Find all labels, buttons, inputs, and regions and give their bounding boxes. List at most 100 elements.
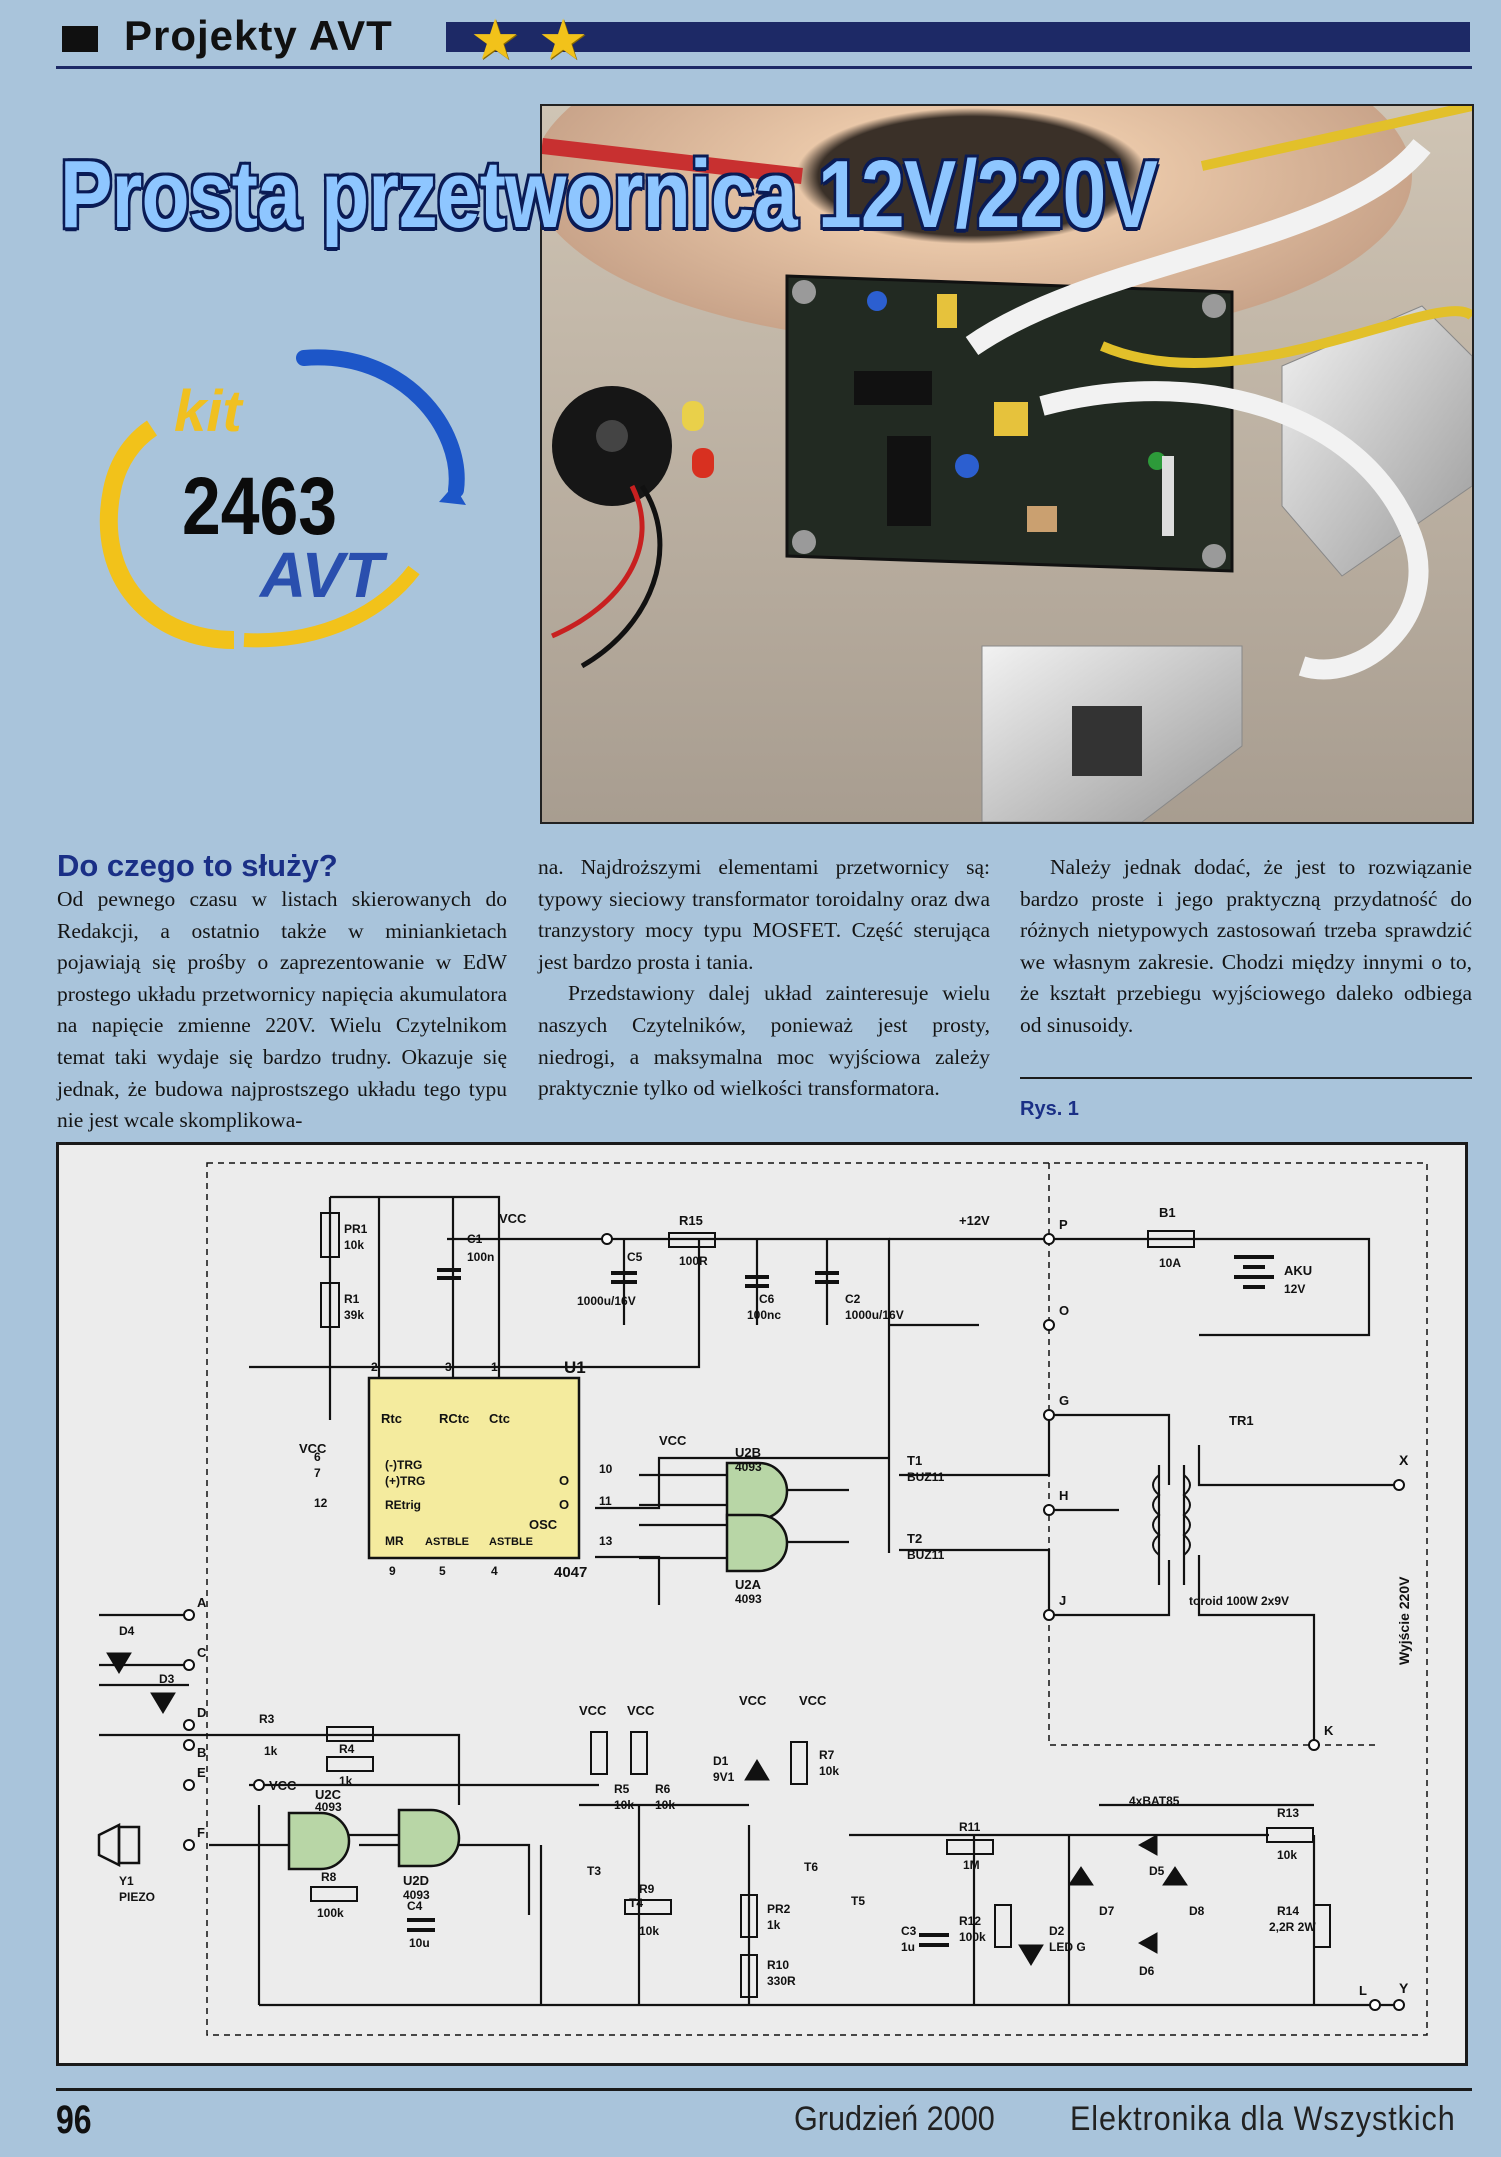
label-r6: R6 [655,1782,671,1796]
paragraph: Od pewnego czasu w listach skierowanych … [57,887,507,1133]
label-pr1-val: 10k [344,1238,364,1252]
label-r12-val: 100k [959,1930,986,1944]
label-vcc: VCC [579,1703,607,1718]
label-r1: R1 [344,1292,360,1306]
label-r7-val: 10k [819,1764,839,1778]
label-piezo: PIEZO [119,1890,155,1904]
label-r1-val: 39k [344,1308,364,1322]
label-y1: Y1 [119,1874,134,1888]
label-r14: R14 [1277,1904,1299,1918]
label-pr2-val: 1k [767,1918,781,1932]
label-u2-part: 4093 [735,1460,762,1474]
label-u2a: U2A [735,1577,762,1592]
magazine-name: Elektronika dla Wszystkich [1070,2100,1456,2138]
label-vcc: VCC [739,1693,767,1708]
label-r11: R11 [959,1820,981,1834]
text-column-2: na. Najdroższymi elementami przetwornicy… [538,852,990,1105]
pin-no: O [559,1497,569,1512]
kit-badge: kit 2463 AVT [94,340,474,660]
star-icon: ★ [538,8,589,73]
star-icon: ★ [470,8,521,73]
label-output: Wyjście 220V [1396,1576,1412,1665]
section-title: Projekty AVT [124,12,393,59]
pin-12: 12 [314,1496,328,1510]
paragraph: Przedstawiony dalej układ zainteresuje w… [538,981,990,1101]
label-vcc: VCC [269,1778,297,1793]
pin-osc: OSC [529,1517,558,1532]
label-c4: C4 [407,1899,423,1913]
article-title: Prosta przetwornica 12V/220V [60,141,1158,248]
label-r9: R9 [639,1882,655,1896]
label-r5-val: 10k [614,1798,634,1812]
header-rule [56,66,1472,69]
pin-rctc: RCtc [439,1411,469,1426]
section-heading: Do czego to służy? [57,848,338,883]
pin-astble: ASTBLE [425,1536,469,1548]
label-vcc: VCC [799,1693,827,1708]
kit-number: 2463 [182,461,338,552]
label-r11-val: 1M [963,1858,980,1872]
label-r10: R10 [767,1958,789,1972]
label-c2: C2 [845,1292,861,1306]
label-c2-val: 1000u/16V [845,1308,904,1322]
label-vcc: VCC [659,1433,687,1448]
pin-ptrg: (+)TRG [385,1474,425,1488]
label-t6: T6 [804,1860,818,1874]
pin-3: 3 [445,1360,452,1374]
pin-o: O [559,1473,569,1488]
label-d3: D3 [159,1672,175,1686]
label-c3: C3 [901,1924,917,1938]
kit-brand: AVT [260,539,384,611]
label-buz: BUZ11 [907,1470,945,1484]
figure-rule [1020,1077,1472,1079]
label-t1: T1 [907,1453,922,1468]
label-r14-val: 2,2R 2W [1269,1920,1316,1934]
page-number: 96 [56,2098,92,2142]
label-u2d: U2D [403,1873,429,1888]
label-node-a: A [197,1595,207,1610]
label-vcc: VCC [627,1703,655,1718]
label-d2: D2 [1049,1924,1065,1938]
label-r3-val: 1k [264,1744,278,1758]
label-d8: D8 [1189,1904,1205,1918]
label-node-l: L [1359,1983,1367,1998]
paragraph: na. Najdroższymi elementami przetwornicy… [538,855,990,974]
label-r15: R15 [679,1213,703,1228]
label-c1: C1 [467,1232,483,1246]
pin-5: 5 [439,1564,446,1578]
label-d7: D7 [1099,1904,1115,1918]
label-r10-val: 330R [767,1974,796,1988]
kit-label: kit [174,379,242,444]
label-vcc: VCC [299,1441,327,1456]
header-bar: ★ ★ [446,8,1470,73]
pin-13: 13 [599,1534,613,1548]
pcb-photo [540,104,1474,824]
label-r4: R4 [339,1742,355,1756]
label-d4: D4 [119,1624,135,1638]
label-vcc: VCC [499,1211,527,1226]
label-toroid: toroid 100W 2x9V [1189,1594,1289,1608]
label-node-j: J [1059,1593,1066,1608]
pin-ctc: Ctc [489,1411,510,1426]
issue-date: Grudzień 2000 [794,2100,995,2138]
label-node-h: H [1059,1488,1068,1503]
label-d1-val: 9V1 [713,1770,735,1784]
label-u2-part: 4093 [315,1800,342,1814]
label-plus12: +12V [959,1213,990,1228]
label-u2b: U2B [735,1445,761,1460]
label-r13-val: 10k [1277,1848,1297,1862]
label-c5: C5 [627,1250,643,1264]
label-r6-val: 10k [655,1798,675,1812]
label-u2c: U2C [315,1787,342,1802]
header-marker [62,26,98,52]
label-x: X [1399,1452,1409,1468]
pin-7: 7 [314,1466,321,1480]
label-u2-part: 4093 [403,1888,430,1902]
label-r13: R13 [1277,1806,1299,1820]
label-r8-val: 100k [317,1906,344,1920]
label-r8: R8 [321,1870,337,1884]
pin-1: 1 [491,1360,498,1374]
label-node-f: F [197,1825,205,1840]
text-column-1: Od pewnego czasu w listach skierowanych … [57,884,507,1137]
pin-mr: MR [385,1534,404,1548]
